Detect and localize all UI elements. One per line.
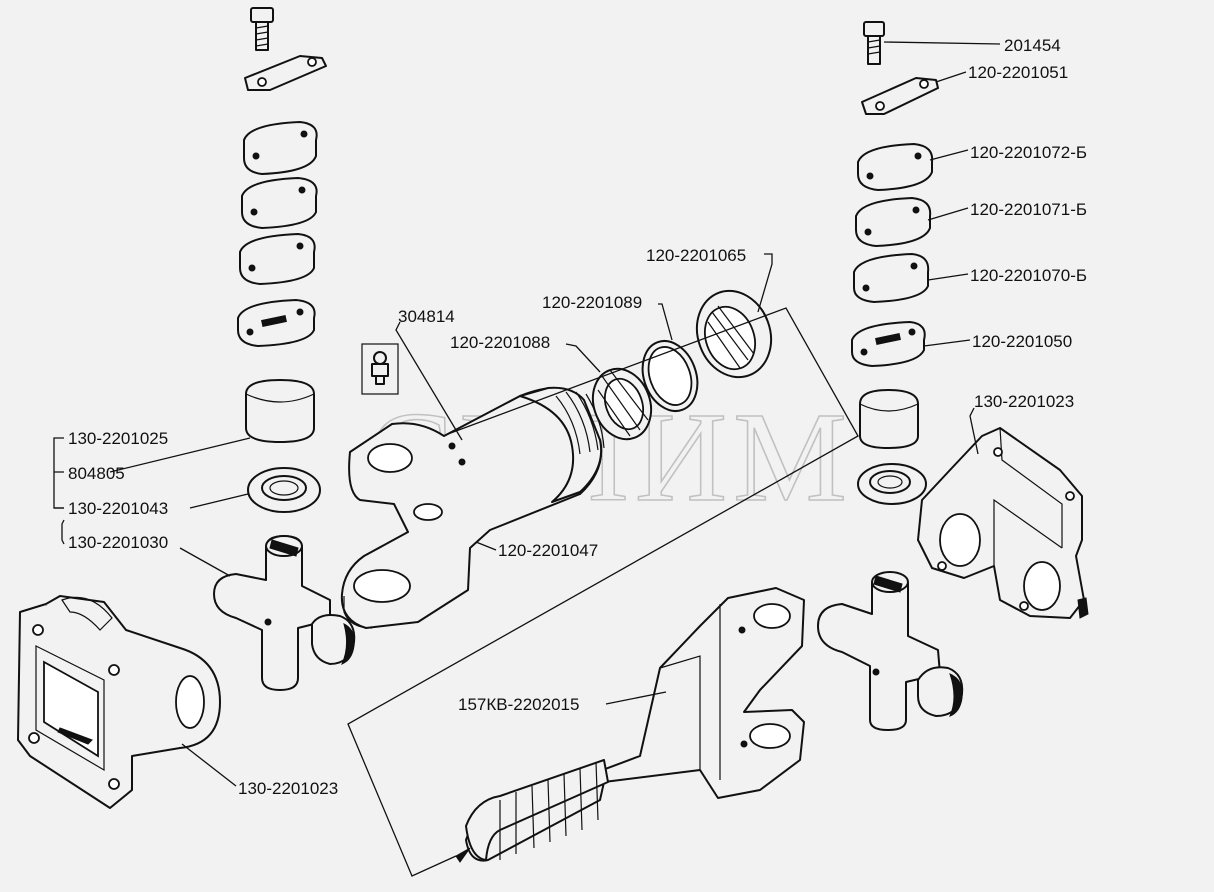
label-shaft: 157КВ-2202015 xyxy=(458,695,579,714)
cross-spider-right xyxy=(817,571,964,731)
label-ring-088: 120-2201088 xyxy=(450,333,550,352)
bearing-cup-left xyxy=(245,379,315,443)
snap-ring-089 xyxy=(641,340,699,412)
lock-plate-left xyxy=(244,55,327,91)
cross-spider-left xyxy=(213,535,356,691)
label-ring-065: 120-2201065 xyxy=(646,246,746,265)
flange-left xyxy=(17,595,221,809)
label-needle: 804805 xyxy=(68,464,125,483)
label-grease-nipple: 304814 xyxy=(398,307,455,326)
label-plate-right: 120-2201051 xyxy=(968,63,1068,82)
bolt-right xyxy=(863,21,885,65)
yoke-tube xyxy=(340,386,605,629)
frame-outline xyxy=(347,307,859,877)
shim-left-1 xyxy=(243,121,318,175)
shim-left-2 xyxy=(241,177,318,229)
seal-right xyxy=(857,463,927,505)
bolt-left xyxy=(250,7,274,51)
shim-right-072 xyxy=(857,143,934,191)
cover-left xyxy=(237,299,316,347)
label-yoke: 120-2201047 xyxy=(498,541,598,560)
flange-right xyxy=(917,427,1089,619)
label-flange-right: 130-2201023 xyxy=(974,392,1074,411)
label-bolt-right: 201454 xyxy=(1004,36,1061,55)
bearing-cup-right xyxy=(859,389,919,449)
shim-left-3 xyxy=(239,233,316,285)
shim-right-071 xyxy=(855,197,932,247)
seal-left xyxy=(247,467,321,513)
label-cover-050: 120-2201050 xyxy=(972,332,1072,351)
label-seal: 130-2201043 xyxy=(68,499,168,518)
label-flange-left: 130-2201023 xyxy=(238,779,338,798)
shim-right-070 xyxy=(853,253,930,303)
label-ring-089: 120-2201089 xyxy=(542,293,642,312)
label-shim-071: 120-2201071-Б xyxy=(970,200,1087,219)
bearing-ring-065 xyxy=(695,289,773,379)
needle-ring-088 xyxy=(591,367,653,441)
splined-shaft-yoke xyxy=(465,587,805,862)
lock-plate-right xyxy=(861,77,939,115)
label-cross: 130-2201030 xyxy=(68,533,168,552)
label-bearing-cup: 130-2201025 xyxy=(68,429,168,448)
label-shim-072: 120-2201072-Б xyxy=(970,143,1087,162)
cover-right xyxy=(851,321,926,367)
grease-nipple xyxy=(361,343,399,395)
label-shim-070: 120-2201070-Б xyxy=(970,266,1087,285)
